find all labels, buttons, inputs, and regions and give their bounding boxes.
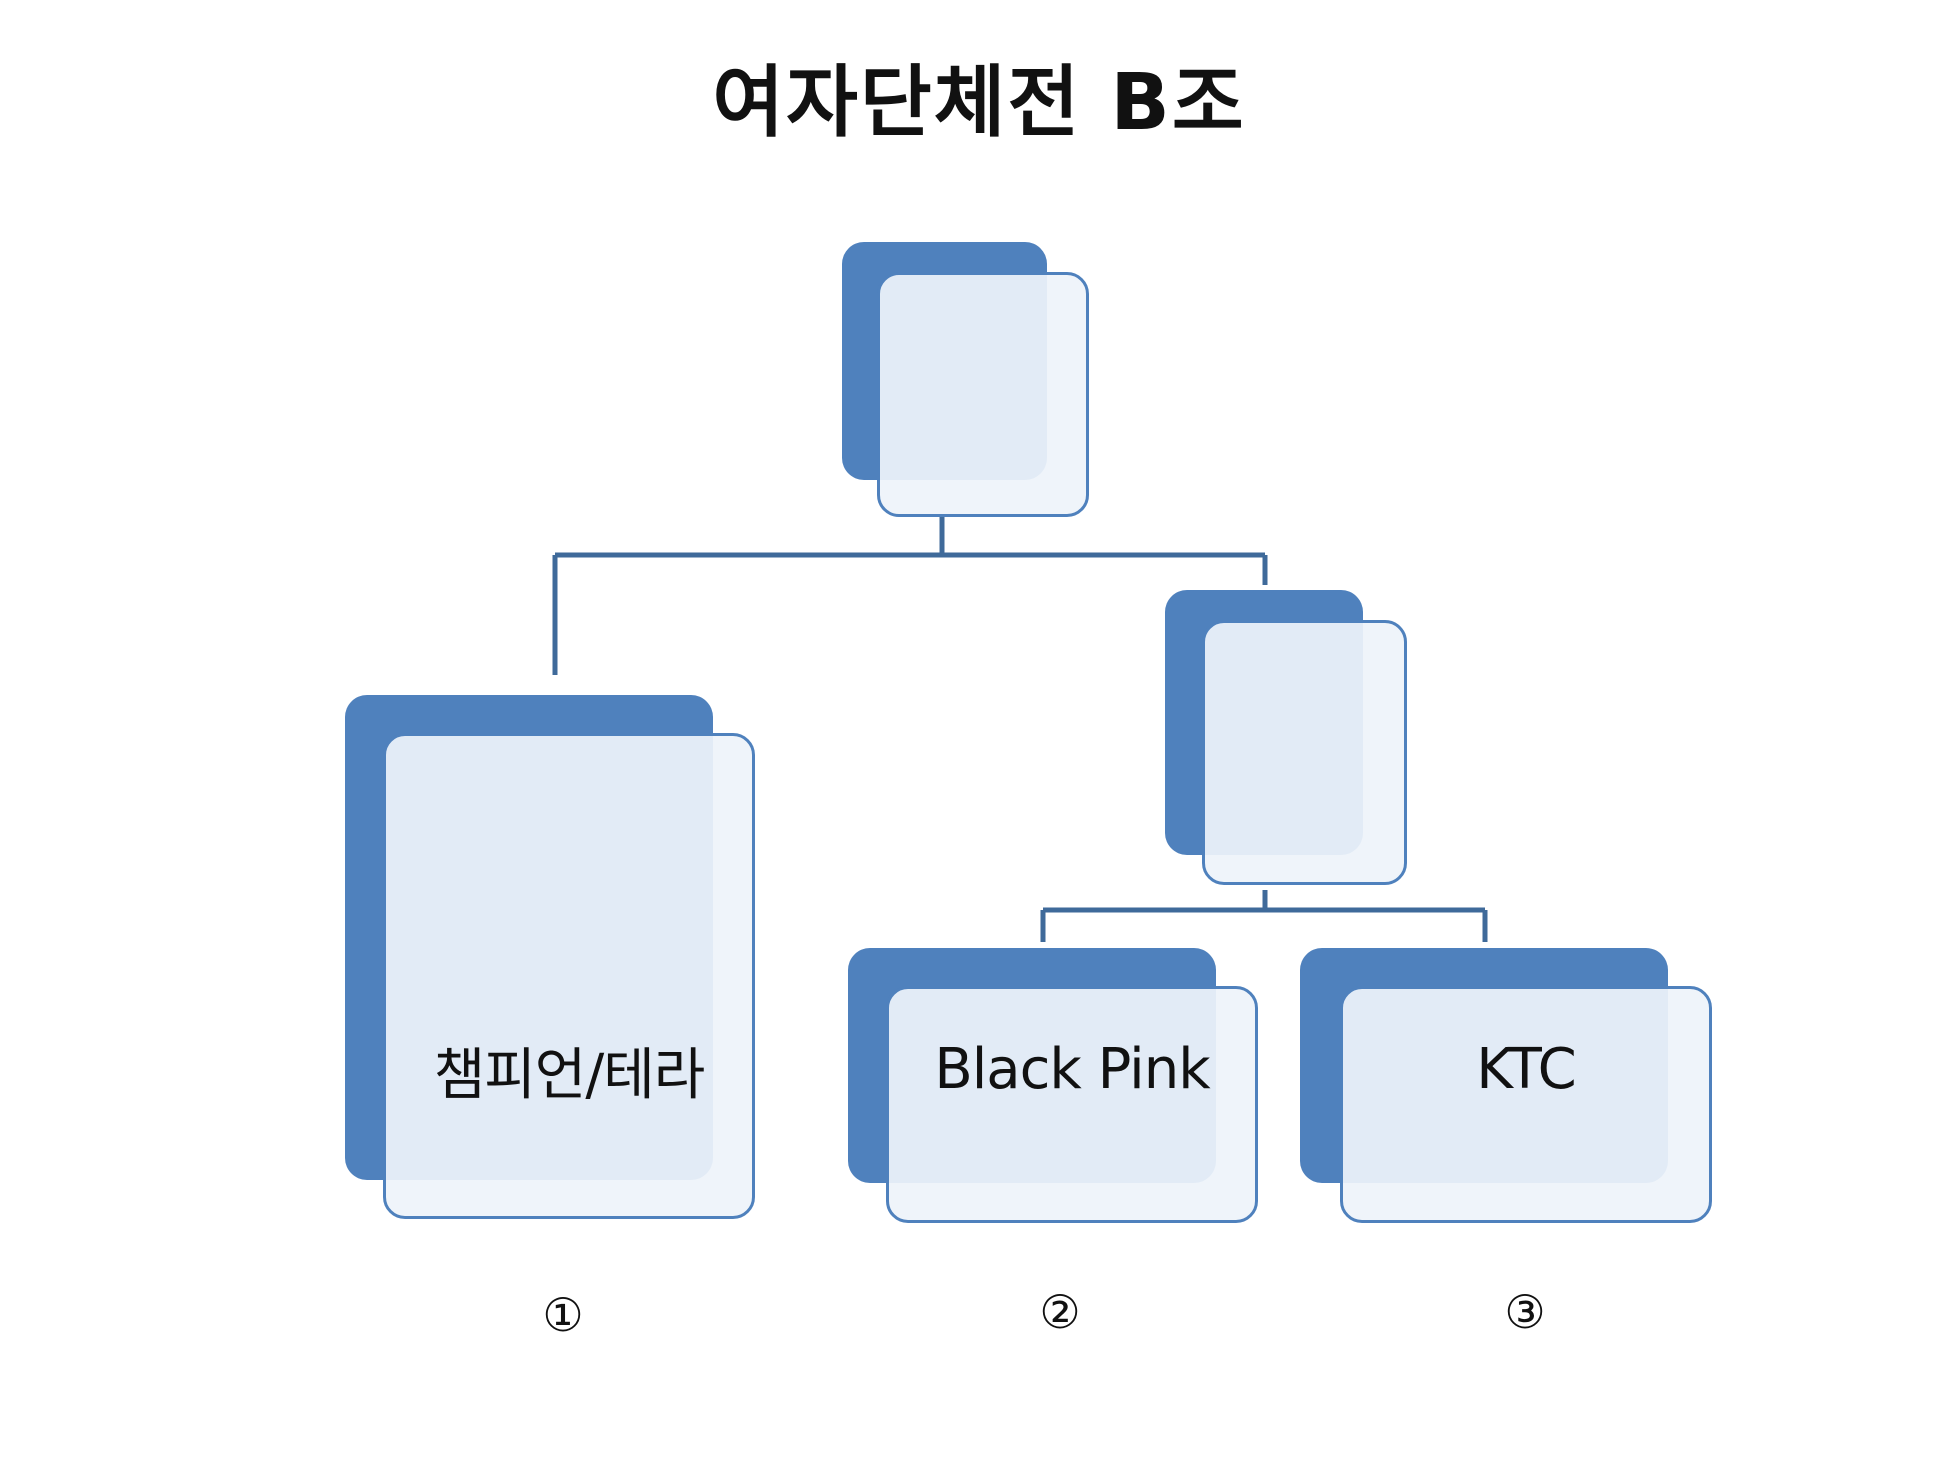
- bracket-title: 여자단체전 B조: [712, 58, 1246, 148]
- semifinal-node-box: [1202, 620, 1407, 885]
- entry-node-2-box: Black Pink: [886, 986, 1258, 1223]
- entry-name: Black Pink: [934, 1037, 1210, 1102]
- entry-node-3-box: KTC: [1340, 986, 1712, 1223]
- entry-marker-2: ②: [1039, 1285, 1081, 1339]
- entry-name: KTC: [1476, 1037, 1576, 1102]
- entry-name: 챔피언/테라: [433, 1043, 705, 1108]
- final-node-box: [877, 272, 1089, 517]
- entry-marker-3: ③: [1504, 1285, 1546, 1339]
- entry-marker-1: ①: [542, 1288, 584, 1342]
- entry-node-1-box: 챔피언/테라: [383, 733, 755, 1219]
